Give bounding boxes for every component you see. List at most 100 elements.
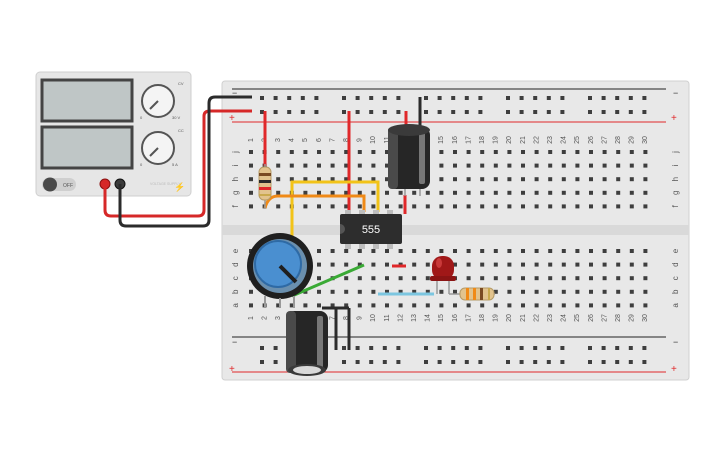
hole-g3[interactable] [276,190,281,195]
hole-b28[interactable] [616,289,621,294]
hole-f9[interactable] [357,204,362,209]
hole-c29[interactable] [629,276,634,281]
hole-j3[interactable] [276,150,281,154]
hole-f29[interactable] [629,204,634,209]
hole-g26[interactable] [589,190,593,195]
hole-c30[interactable] [643,276,648,281]
hole-d22[interactable] [534,262,539,267]
rail-hole[interactable] [519,110,524,114]
power-switch[interactable]: OFF [42,177,76,192]
rail-hole[interactable] [506,360,510,364]
hole-e14[interactable] [425,249,430,253]
hole-d9[interactable] [357,262,362,267]
hole-c21[interactable] [521,276,525,281]
rail-hole[interactable] [424,346,428,350]
hole-d24[interactable] [561,262,566,267]
hole-g11[interactable] [385,190,389,195]
hole-b15[interactable] [439,289,444,294]
rail-hole[interactable] [464,346,469,350]
rail-hole[interactable] [260,110,264,114]
rail-hole[interactable] [260,346,264,350]
rail-hole[interactable] [546,96,551,100]
rail-hole[interactable] [615,110,620,114]
rail-hole[interactable] [424,360,428,364]
hole-a22[interactable] [534,303,539,308]
hole-a24[interactable] [561,303,566,308]
hole-a30[interactable] [643,303,648,308]
rail-hole[interactable] [601,360,606,364]
rail-hole[interactable] [560,96,565,100]
rail-hole[interactable] [396,110,401,114]
resistor-led[interactable] [449,287,495,301]
hole-a23[interactable] [548,303,553,308]
hole-f6[interactable] [317,204,321,209]
capacitor-bottom[interactable] [286,311,328,376]
hole-b7[interactable] [330,289,335,294]
hole-j17[interactable] [466,150,471,154]
hole-f7[interactable] [330,204,335,209]
wires[interactable] [103,95,434,350]
hole-c20[interactable] [507,276,512,281]
hole-g16[interactable] [453,190,457,195]
hole-g23[interactable] [548,190,553,195]
hole-f20[interactable] [507,204,512,209]
hole-b6[interactable] [317,289,321,294]
hole-h23[interactable] [548,177,553,182]
hole-d20[interactable] [507,262,512,267]
hole-f17[interactable] [466,204,471,209]
rail-hole[interactable] [546,110,551,114]
hole-g17[interactable] [466,190,471,195]
hole-a3[interactable] [276,303,281,308]
potentiometer[interactable] [247,233,313,308]
hole-d11[interactable] [385,262,389,267]
rail-hole[interactable] [478,110,483,114]
hole-c9[interactable] [357,276,362,281]
hole-c17[interactable] [466,276,471,281]
hole-g13[interactable] [412,190,417,195]
hole-g19[interactable] [493,190,498,195]
hole-g29[interactable] [629,190,634,195]
rail-hole[interactable] [464,96,469,100]
hole-a26[interactable] [589,303,593,308]
rail-hole[interactable] [588,360,592,364]
hole-i25[interactable] [575,163,580,168]
hole-f28[interactable] [616,204,621,209]
rail-hole[interactable] [342,96,346,100]
hole-d28[interactable] [616,262,621,267]
hole-i20[interactable] [507,163,512,168]
hole-j15[interactable] [439,150,444,154]
hole-b21[interactable] [521,289,525,294]
ic-555[interactable]: 555 [340,210,402,249]
hole-e7[interactable] [330,249,335,253]
hole-c27[interactable] [602,276,607,281]
hole-e8[interactable] [344,249,349,253]
rail-hole[interactable] [588,96,592,100]
hole-c26[interactable] [589,276,593,281]
hole-h27[interactable] [602,177,607,182]
rail-hole[interactable] [628,360,633,364]
hole-i28[interactable] [616,163,621,168]
hole-j11[interactable] [385,150,389,154]
hole-c18[interactable] [480,276,485,281]
hole-h19[interactable] [493,177,498,182]
hole-i26[interactable] [589,163,593,168]
hole-e16[interactable] [453,249,457,253]
hole-h21[interactable] [521,177,525,182]
rail-hole[interactable] [273,110,278,114]
hole-e15[interactable] [439,249,444,253]
hole-b9[interactable] [357,289,362,294]
rail-hole[interactable] [342,346,346,350]
hole-c8[interactable] [344,276,349,281]
hole-j9[interactable] [357,150,362,154]
rail-hole[interactable] [519,360,524,364]
potentiometer-wiper[interactable] [278,264,298,284]
hole-c11[interactable] [385,276,389,281]
rail-hole[interactable] [300,110,305,114]
hole-h8[interactable] [344,177,349,182]
hole-h15[interactable] [439,177,444,182]
hole-e11[interactable] [385,249,389,253]
hole-c10[interactable] [371,276,376,281]
hole-h7[interactable] [330,177,335,182]
rail-hole[interactable] [396,96,401,100]
hole-i8[interactable] [344,163,349,168]
